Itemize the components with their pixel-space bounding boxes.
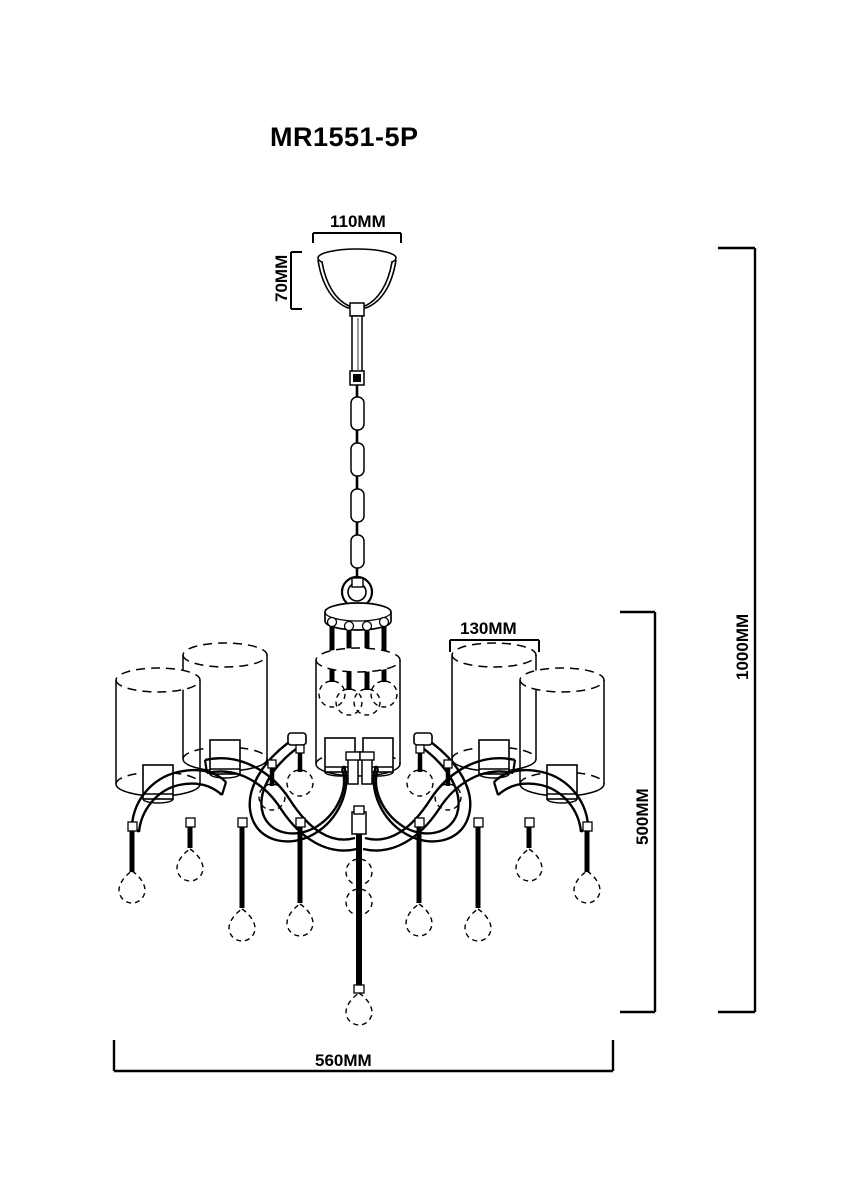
dimension-label-total-height: 1000MM	[733, 614, 752, 680]
suspension-rod	[349, 315, 365, 386]
dimension-fixture-height: 500MM	[620, 610, 657, 1014]
suspension-chain	[350, 385, 365, 580]
center-crystal-drop	[345, 805, 373, 1026]
chandelier-arms	[130, 732, 590, 852]
page-title: MR1551-5P	[270, 122, 419, 152]
dimension-label-canopy-width: 110MM	[330, 212, 386, 231]
dimension-label-canopy-height: 70MM	[272, 255, 291, 302]
dimension-label-fixture-height: 500MM	[633, 788, 652, 845]
dimension-label-shade-diameter: 130MM	[460, 619, 517, 638]
ceiling-canopy	[317, 248, 397, 317]
dimension-canopy-width: 110MM	[312, 212, 402, 243]
center-hub	[324, 602, 392, 632]
dimension-fixture-width: 560MM	[112, 1040, 615, 1073]
hanging-ring	[340, 575, 374, 609]
crystal-drops	[118, 744, 601, 1026]
dimension-label-fixture-width: 560MM	[315, 1051, 372, 1070]
dimension-canopy-height: 70MM	[272, 251, 302, 310]
dimension-shade-diameter: 130MM	[449, 619, 540, 652]
dimension-total-height: 1000MM	[718, 246, 757, 1014]
